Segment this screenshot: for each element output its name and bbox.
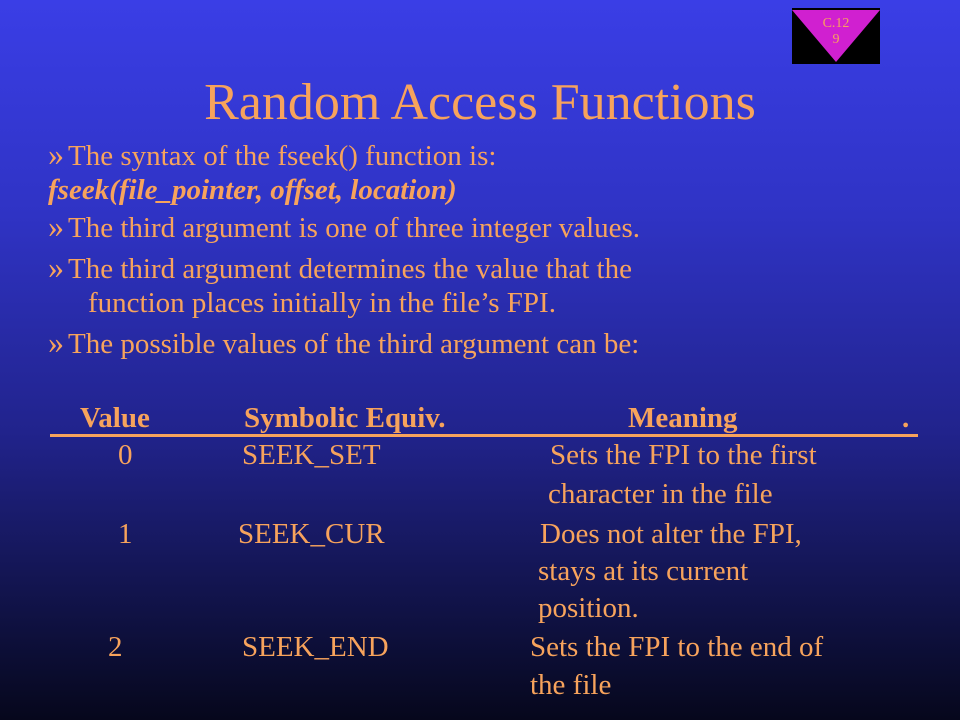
row-2-value: 2: [108, 631, 123, 663]
bullet-text: The syntax of the fseek() function is:: [68, 140, 497, 172]
table-header-symbolic: Symbolic Equiv.: [244, 402, 446, 434]
bullet-icon: »: [48, 208, 64, 244]
bullet-line-possible-values: »The possible values of the third argume…: [48, 324, 639, 362]
row-1-symbolic: SEEK_CUR: [238, 518, 385, 550]
slide-number-line2: 9: [832, 32, 840, 47]
row-0-meaning-line1: Sets the FPI to the first: [550, 439, 817, 471]
bullet-icon: »: [48, 324, 64, 360]
row-1-meaning-line3: position.: [538, 592, 639, 624]
table-header-period: .: [902, 402, 910, 434]
row-2-meaning-line2: the file: [530, 669, 612, 701]
row-0-symbolic: SEEK_SET: [242, 439, 381, 471]
row-1-value: 1: [118, 518, 133, 550]
slide-number: C.12 9: [792, 16, 880, 48]
code-line: fseek(file_pointer, offset, location): [48, 174, 457, 206]
bullet-text: The third argument determines the value …: [68, 253, 632, 285]
row-1-meaning-line1: Does not alter the FPI,: [540, 518, 802, 550]
bullet-line-third-arg: »The third argument is one of three inte…: [48, 208, 640, 246]
bullet-text: The possible values of the third argumen…: [68, 328, 640, 360]
row-1-meaning-line2: stays at its current: [538, 555, 749, 587]
table-header-value: Value: [80, 402, 150, 434]
bullet-line-determines: »The third argument determines the value…: [48, 249, 632, 287]
row-2-symbolic: SEEK_END: [242, 631, 389, 663]
table-header-meaning: Meaning: [628, 402, 738, 434]
bullet-icon: »: [48, 136, 64, 172]
bullet-icon: »: [48, 249, 64, 285]
slide-number-line1: C.12: [822, 16, 850, 31]
triangle-icon: [792, 10, 880, 62]
slide-number-badge: C.12 9: [792, 8, 880, 64]
bullet-line-syntax: »The syntax of the fseek() function is:: [48, 136, 496, 174]
slide-title: Random Access Functions: [204, 74, 756, 131]
table-header-underline: [50, 434, 918, 437]
row-0-meaning-line2: character in the file: [548, 478, 773, 510]
row-2-meaning-line1: Sets the FPI to the end of: [530, 631, 824, 663]
bullet-text: The third argument is one of three integ…: [68, 212, 641, 244]
bullet-line-continuation: function places initially in the file’s …: [88, 287, 556, 319]
row-0-value: 0: [118, 439, 133, 471]
